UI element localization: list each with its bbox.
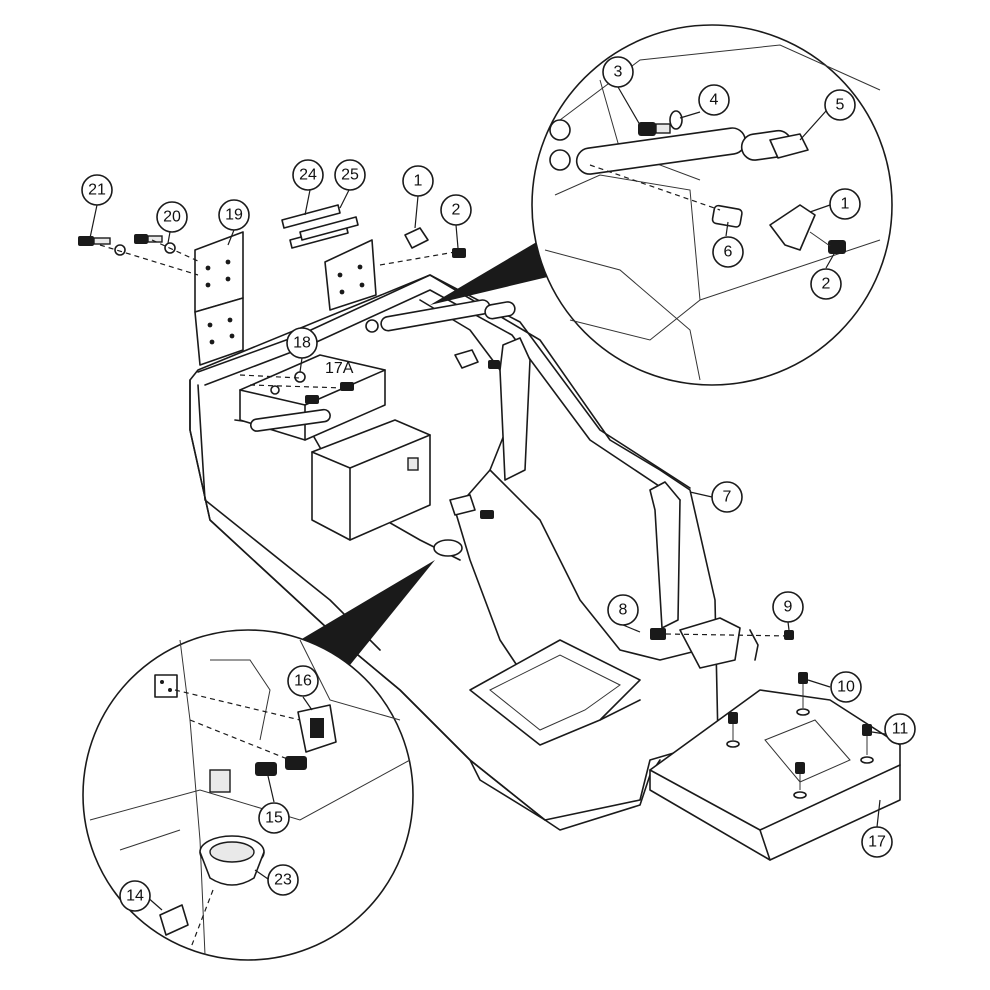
callout-11: 11 bbox=[884, 713, 916, 745]
callout-23: 23 bbox=[267, 864, 299, 896]
callout-16: 16 bbox=[287, 665, 319, 697]
svg-text:21: 21 bbox=[88, 182, 106, 199]
callout-3: 3 bbox=[602, 56, 634, 88]
label-17a: 17A bbox=[325, 360, 354, 377]
svg-text:23: 23 bbox=[274, 872, 292, 889]
svg-text:10: 10 bbox=[837, 679, 855, 696]
svg-text:1: 1 bbox=[841, 196, 850, 213]
svg-text:17: 17 bbox=[868, 834, 886, 851]
callout-9: 9 bbox=[772, 591, 804, 623]
pin-8-9 bbox=[650, 628, 794, 661]
callout-24: 24 bbox=[292, 159, 324, 191]
callout-15: 15 bbox=[258, 802, 290, 834]
detail-view-bottom bbox=[82, 560, 435, 961]
callout-8: 8 bbox=[607, 594, 639, 626]
svg-text:5: 5 bbox=[836, 97, 845, 114]
svg-text:11: 11 bbox=[892, 721, 909, 738]
callout-17: 17 bbox=[861, 826, 893, 858]
leader-lines bbox=[89, 86, 886, 911]
tray-17 bbox=[649, 689, 901, 861]
callout-4: 4 bbox=[698, 84, 730, 116]
callout-18: 18 bbox=[286, 327, 318, 359]
svg-text:18: 18 bbox=[293, 335, 311, 352]
svg-text:14: 14 bbox=[126, 888, 144, 905]
callout-25: 25 bbox=[334, 159, 366, 191]
svg-text:2: 2 bbox=[452, 202, 461, 219]
hinge-19 bbox=[194, 231, 244, 366]
callout-10: 10 bbox=[830, 671, 862, 703]
callout-1-detail: 1 bbox=[829, 188, 861, 220]
trim-strips bbox=[281, 204, 359, 249]
callout-2-detail: 2 bbox=[810, 268, 842, 300]
fasteners-18 bbox=[239, 371, 354, 404]
battery-box bbox=[311, 419, 431, 541]
svg-text:20: 20 bbox=[163, 209, 181, 226]
svg-text:25: 25 bbox=[341, 167, 359, 184]
callout-6: 6 bbox=[712, 236, 744, 268]
svg-text:2: 2 bbox=[822, 276, 831, 293]
callout-20: 20 bbox=[156, 201, 188, 233]
svg-text:8: 8 bbox=[619, 602, 628, 619]
svg-text:9: 9 bbox=[784, 599, 793, 616]
callout-5: 5 bbox=[824, 89, 856, 121]
svg-text:3: 3 bbox=[614, 64, 623, 81]
tray-screws bbox=[726, 672, 874, 799]
callout-2-top: 2 bbox=[440, 194, 472, 226]
svg-text:16: 16 bbox=[294, 673, 312, 690]
svg-text:19: 19 bbox=[225, 207, 243, 224]
callout-7: 7 bbox=[711, 481, 743, 513]
callout-21: 21 bbox=[81, 174, 113, 206]
clip-1-top bbox=[379, 227, 466, 266]
hinge-right bbox=[324, 239, 377, 311]
cup-holder-small bbox=[433, 539, 463, 557]
svg-text:7: 7 bbox=[723, 489, 732, 506]
callout-19: 19 bbox=[218, 199, 250, 231]
svg-text:1: 1 bbox=[414, 173, 423, 190]
main-gas-strut bbox=[249, 299, 516, 432]
callout-14: 14 bbox=[119, 880, 151, 912]
svg-text:4: 4 bbox=[710, 92, 719, 109]
svg-text:15: 15 bbox=[265, 810, 283, 827]
detail-view-top bbox=[430, 24, 893, 386]
svg-text:24: 24 bbox=[299, 167, 317, 184]
svg-text:6: 6 bbox=[724, 244, 733, 261]
callout-1-top: 1 bbox=[402, 165, 434, 197]
latch-assembly bbox=[449, 349, 500, 519]
screw-21 bbox=[78, 236, 126, 256]
